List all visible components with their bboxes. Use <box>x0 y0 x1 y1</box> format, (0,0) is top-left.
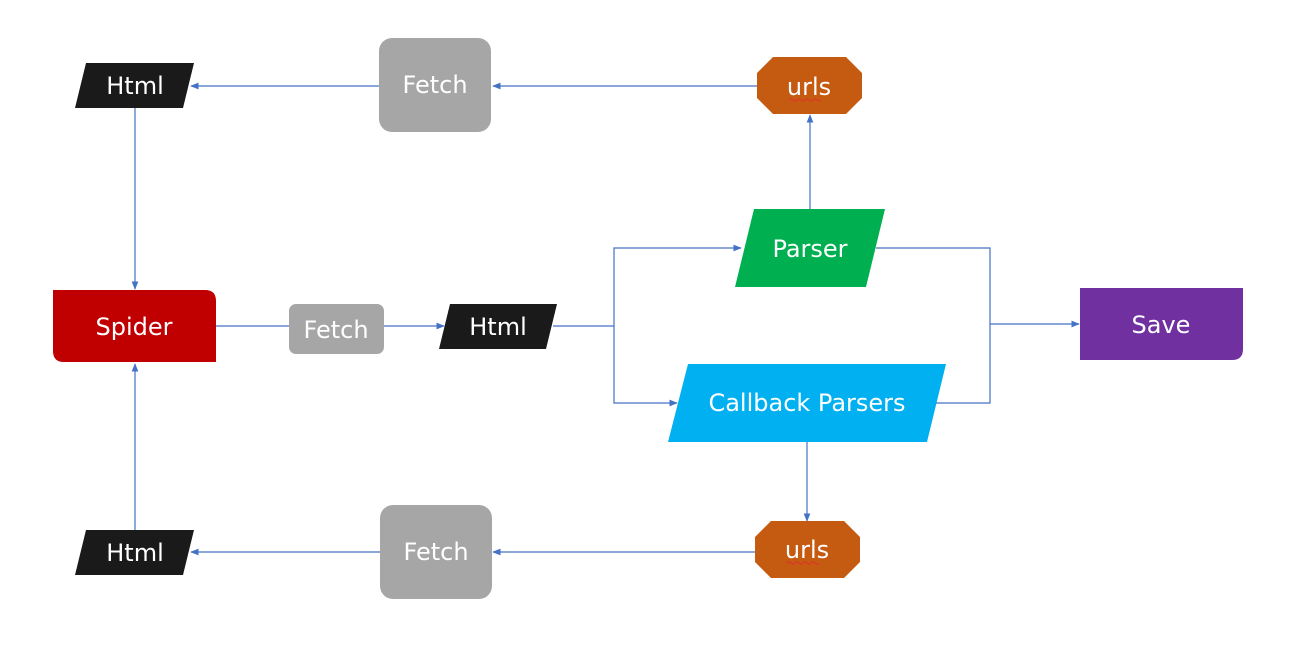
urls-top-spellcheck-underline <box>788 98 822 102</box>
fetch-mid-label: Fetch <box>303 316 368 344</box>
html-top-label: Html <box>106 72 164 100</box>
connector-parser-save <box>876 247 991 324</box>
connector-callback-save <box>936 320 1080 404</box>
save-shape <box>1080 288 1243 360</box>
html-mid-label: Html <box>469 313 527 341</box>
html-top-node: Html <box>75 63 194 108</box>
html-bottom-label: Html <box>106 539 164 567</box>
html-mid-shape <box>439 304 557 349</box>
fetch-bottom-node: Fetch <box>380 505 492 599</box>
spider-node: Spider <box>53 290 216 362</box>
urls-bottom-label: urls <box>785 536 829 564</box>
urls-bottom-spellcheck-underline <box>786 561 820 565</box>
fetch-mid-node: Fetch <box>289 304 384 354</box>
callback-parsers-label: Callback Parsers <box>708 389 905 417</box>
fetch-bottom-label: Fetch <box>403 538 468 566</box>
spider-label: Spider <box>95 313 172 341</box>
html-bottom-shape <box>75 530 194 575</box>
callback-parsers-node: Callback Parsers <box>668 364 946 442</box>
connectors <box>131 82 1080 556</box>
parser-node: Parser <box>735 209 885 287</box>
urls-top-shape <box>757 57 862 114</box>
urls-bottom-node: urls <box>755 521 860 578</box>
html-mid-node: Html <box>439 304 557 349</box>
parser-shape <box>735 209 885 287</box>
html-bottom-node: Html <box>75 530 194 575</box>
fetch-top-node: Fetch <box>379 38 491 132</box>
connector-html-parser <box>553 244 742 327</box>
save-label: Save <box>1132 311 1191 339</box>
urls-bottom-shape <box>755 521 860 578</box>
fetch-top-shape <box>379 38 491 132</box>
html-top-shape <box>75 63 194 108</box>
save-node: Save <box>1080 288 1243 360</box>
parser-label: Parser <box>772 235 847 263</box>
fetch-bottom-shape <box>380 505 492 599</box>
fetch-mid-shape <box>289 304 384 354</box>
fetch-top-label: Fetch <box>402 71 467 99</box>
connector-html-callback <box>613 326 678 407</box>
urls-top-node: urls <box>757 57 862 114</box>
urls-top-label: urls <box>787 73 831 101</box>
callback-parsers-shape <box>668 364 946 442</box>
spider-shape <box>53 290 216 362</box>
